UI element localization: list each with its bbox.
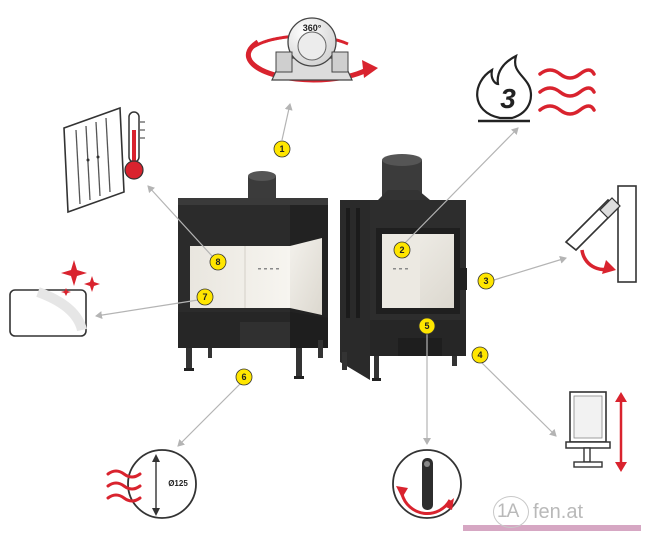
rotation-degree-label: 360°: [303, 23, 322, 33]
marker-8[interactable]: 8: [209, 253, 227, 271]
adjustable-leg-height-icon: [565, 391, 627, 472]
heat-retention-panel-icon: [63, 106, 145, 214]
marker-6[interactable]: 6: [235, 368, 253, 386]
front-stove-right: [340, 154, 467, 381]
pipe-diameter-label: Ø125: [168, 479, 188, 488]
marker-5-label: 5: [424, 321, 429, 331]
marker-3-label: 3: [483, 276, 488, 286]
watermark-text: fen.at: [533, 501, 584, 523]
heat-waves-icon: [538, 68, 596, 116]
leader-lines: [95, 103, 567, 447]
air-regulator-knob-icon: [392, 449, 462, 519]
door-hinge-swing-icon: [564, 185, 637, 283]
clean-glass-icon: [9, 260, 100, 337]
watermark-logo-icon: [493, 496, 529, 528]
marker-2[interactable]: 2: [393, 241, 411, 259]
marker-5[interactable]: 5: [418, 317, 436, 335]
marker-8-label: 8: [215, 257, 220, 267]
marker-7-label: 7: [202, 292, 207, 302]
burn-rating-flame-icon: 3: [476, 53, 596, 123]
marker-1[interactable]: 1: [273, 140, 291, 158]
watermark-prefix: 1A: [497, 501, 519, 522]
burn-rating-number: 3: [500, 83, 516, 114]
marker-4[interactable]: 4: [471, 346, 489, 364]
air-inlet-pipe-icon: Ø125: [106, 449, 197, 519]
marker-4-label: 4: [477, 350, 482, 360]
marker-6-label: 6: [241, 372, 246, 382]
marker-3[interactable]: 3: [477, 272, 495, 290]
marker-1-label: 1: [279, 144, 284, 154]
watermark-bar: [463, 525, 641, 531]
corner-stove-left: [178, 171, 328, 379]
rotating-flue-outlet-icon: 360°: [245, 17, 378, 83]
watermark: 1A fen.at: [463, 494, 643, 534]
marker-7[interactable]: 7: [196, 288, 214, 306]
marker-2-label: 2: [399, 245, 404, 255]
